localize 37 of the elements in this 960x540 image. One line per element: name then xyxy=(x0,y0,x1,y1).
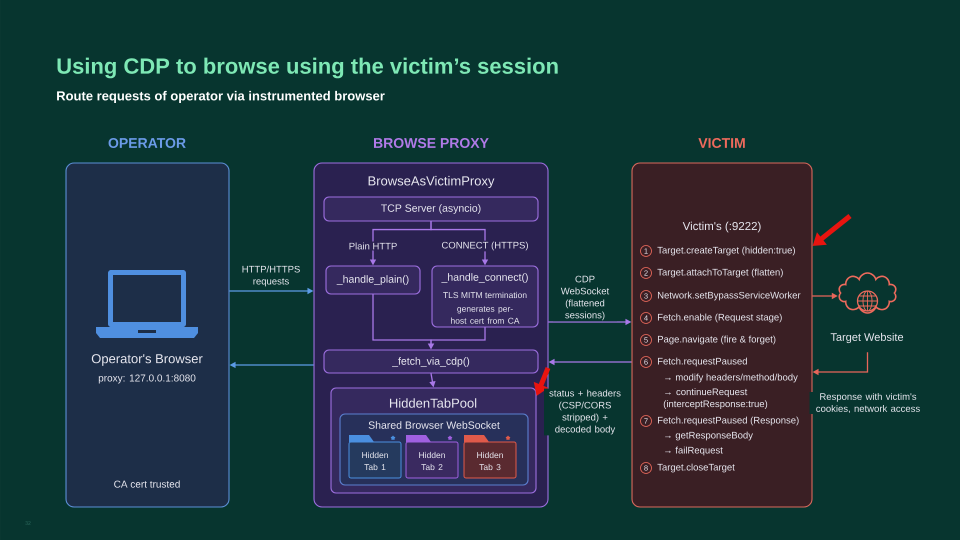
edge-label: Response with victim's cookies, network access xyxy=(810,392,926,414)
column-heading: VICTIM xyxy=(698,138,745,148)
node-subtitle: proxy: 127.0.0.1:8080 xyxy=(98,374,196,384)
slide-title: Using CDP to browse using the victim’s session xyxy=(58,58,558,78)
step-text: → modify headers/method/body xyxy=(665,374,798,382)
step-text: → continueRequest (interceptResponse:true) xyxy=(664,388,768,410)
edge-label: CDP WebSocket (flattened sessions) xyxy=(553,274,617,322)
step-text: Fetch.requestPaused xyxy=(658,358,747,366)
box-note: generates per-host cert from CA xyxy=(451,306,520,324)
step-text: Target.createTarget (hidden:true) xyxy=(657,246,795,256)
box-note: TLS MITM termination xyxy=(443,292,526,298)
step-text: Network.setBypassServiceWorker xyxy=(658,292,800,300)
box-label: _handle_connect() xyxy=(441,273,528,283)
node-note: CA cert trusted xyxy=(114,480,180,488)
box-label: TCP Server (asyncio) xyxy=(381,204,480,214)
edge-label: HTTP/HTTPS requests xyxy=(232,264,310,288)
node-title: BrowseAsVictimProxy xyxy=(368,176,494,188)
box-label: _fetch_via_cdp() xyxy=(392,357,470,367)
box-title: Shared Browser WebSocket xyxy=(368,421,500,429)
step-text: Fetch.requestPaused (Response) xyxy=(658,416,799,426)
box-title: HiddenTabPool xyxy=(390,398,476,408)
step-text: → failRequest xyxy=(665,446,723,456)
subtitle: Route requests of operator via instrumented browser xyxy=(57,90,385,104)
column-heading: BROWSE PROXY xyxy=(374,138,489,148)
step-text: Target.closeTarget xyxy=(657,464,735,472)
edge-label: Plain HTTP xyxy=(348,242,398,250)
step-text: Fetch.enable (Request stage) xyxy=(658,314,782,322)
edge-label: CONNECT (HTTPS) xyxy=(440,240,530,252)
node-title: Victim's (:9222) xyxy=(682,222,761,232)
step-text: Page.navigate (fire & forget) xyxy=(658,336,776,344)
step-text: → getResponseBody xyxy=(665,432,753,440)
step-text: Target.attachToTarget (flatten) xyxy=(657,268,783,278)
node-title: Target Website xyxy=(830,332,904,344)
node-title: Operator's Browser xyxy=(92,354,203,366)
edge-label: status + headers (CSP/CORS stripped) + decoded body xyxy=(544,388,626,436)
column-heading: OPERATOR xyxy=(108,138,186,148)
box-label: _handle_plain() xyxy=(336,275,409,285)
